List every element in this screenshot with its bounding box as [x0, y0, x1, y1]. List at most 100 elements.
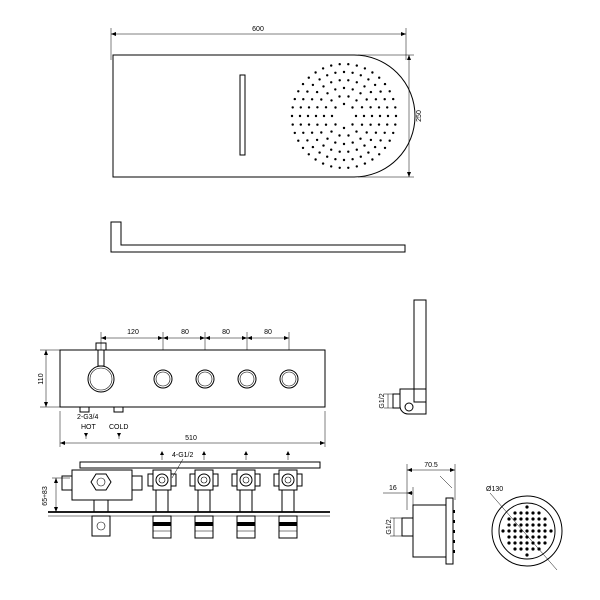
- rose-dot: [301, 82, 305, 86]
- nozzle-dot: [513, 547, 517, 551]
- rose-dot: [338, 62, 341, 66]
- rose-dot: [330, 148, 333, 151]
- rose-dot: [334, 123, 337, 126]
- panel-front-view: 600 250: [110, 26, 423, 178]
- rose-dot: [351, 88, 354, 91]
- rose-dot: [355, 165, 358, 168]
- rose-dot: [351, 158, 354, 161]
- rose-dot: [355, 64, 358, 67]
- rose-dot: [374, 131, 378, 134]
- rose-dot: [307, 76, 310, 79]
- rose-dot: [394, 123, 397, 126]
- rose-dot: [307, 106, 311, 109]
- rose-dot: [394, 114, 398, 118]
- rose-dot: [322, 85, 325, 88]
- rose-dot: [369, 90, 373, 94]
- head-face: [445, 497, 454, 565]
- nozzle-dot: [525, 547, 529, 551]
- rose-dot: [359, 74, 362, 77]
- rose-dot: [306, 139, 309, 142]
- head-body: [412, 504, 447, 558]
- nozzle-dot: [525, 529, 529, 533]
- rose-dot: [302, 98, 305, 101]
- nozzle-dot: [537, 535, 541, 539]
- hot-inlet: [79, 406, 90, 413]
- nozzle-dot: [513, 523, 517, 527]
- rose-dot: [306, 114, 310, 118]
- rose-dot: [354, 114, 358, 118]
- rose-dot: [315, 90, 319, 94]
- rose-dot: [326, 92, 329, 95]
- cold-inlet: [113, 406, 124, 413]
- nozzle-dot: [531, 523, 535, 527]
- nozzle-dot: [525, 553, 529, 557]
- rose-dot: [374, 98, 378, 101]
- rose-dot: [334, 71, 337, 75]
- valve-cartridge: [147, 469, 177, 539]
- rose-dot: [311, 145, 315, 149]
- rose-dot: [386, 106, 389, 109]
- head-offset-label: 16: [389, 485, 397, 492]
- nozzle-dot: [507, 541, 511, 545]
- rose-dot: [371, 71, 374, 74]
- rose-dot: [342, 86, 346, 90]
- rose-dot: [365, 131, 368, 134]
- valve-cartridges: [147, 469, 303, 539]
- head-diameter-label: Ø130: [486, 486, 503, 493]
- rose-dot: [371, 158, 374, 161]
- rose-dot: [293, 97, 296, 101]
- rose-dot: [367, 78, 370, 81]
- rose-dot: [334, 141, 337, 144]
- nozzle-dot: [531, 547, 535, 551]
- control-height-label: 110: [38, 373, 45, 384]
- nozzle-dot: [519, 523, 523, 527]
- nozzle-dot: [537, 511, 541, 515]
- valve-knob-1: [153, 369, 173, 389]
- rose-dot: [297, 90, 300, 93]
- valve-depth-label: 65÷83: [42, 486, 49, 506]
- rose-dot: [377, 123, 381, 126]
- rose-dot: [324, 123, 328, 126]
- rose-dot: [359, 92, 362, 95]
- rose-dot: [301, 146, 305, 150]
- rose-dot: [291, 106, 294, 109]
- rose-dot: [330, 114, 334, 118]
- rose-dot: [351, 106, 354, 109]
- rose-dot: [291, 123, 294, 126]
- rose-dot: [363, 85, 366, 88]
- rose-dot: [360, 106, 364, 109]
- panel-side-view: [110, 221, 406, 253]
- nozzle-dot: [525, 511, 529, 515]
- head-nozzles: [501, 505, 553, 557]
- rose-dot: [338, 134, 341, 137]
- nozzle-dot: [525, 517, 529, 521]
- nozzle-dot: [543, 535, 547, 539]
- rose-dot: [338, 150, 341, 153]
- valve-knob-4: [279, 369, 299, 389]
- rose-dot: [347, 134, 350, 137]
- control-panel-body: [59, 349, 326, 408]
- nozzle-dot: [543, 517, 547, 521]
- panel-outline: [112, 54, 416, 178]
- nozzle-dot: [525, 523, 529, 527]
- nozzle-dot: [525, 535, 529, 539]
- rose-dot: [363, 144, 366, 147]
- nozzle-dot: [519, 547, 523, 551]
- valve-body-view: 4-G1/2 65÷83: [42, 451, 330, 539]
- rose-dot: [351, 123, 354, 126]
- nozzle-dot: [513, 517, 517, 521]
- rose-dot: [330, 165, 333, 168]
- rose-dot: [297, 139, 300, 142]
- nozzle-dot: [537, 517, 541, 521]
- control-panel-front-view: 120 80 80 80 110 2-G3/4: [38, 329, 326, 447]
- handshower-holder-view: G1/2: [379, 299, 427, 415]
- head-front-view: Ø130: [486, 486, 563, 571]
- rose-dot: [379, 90, 382, 93]
- rose-dot: [338, 166, 341, 169]
- rose-dot: [324, 106, 328, 109]
- rose-dot: [362, 114, 366, 118]
- rose-dot: [322, 114, 326, 118]
- nozzle-dot: [519, 511, 523, 515]
- rose-dot: [386, 123, 389, 126]
- nozzle-dot: [543, 529, 547, 533]
